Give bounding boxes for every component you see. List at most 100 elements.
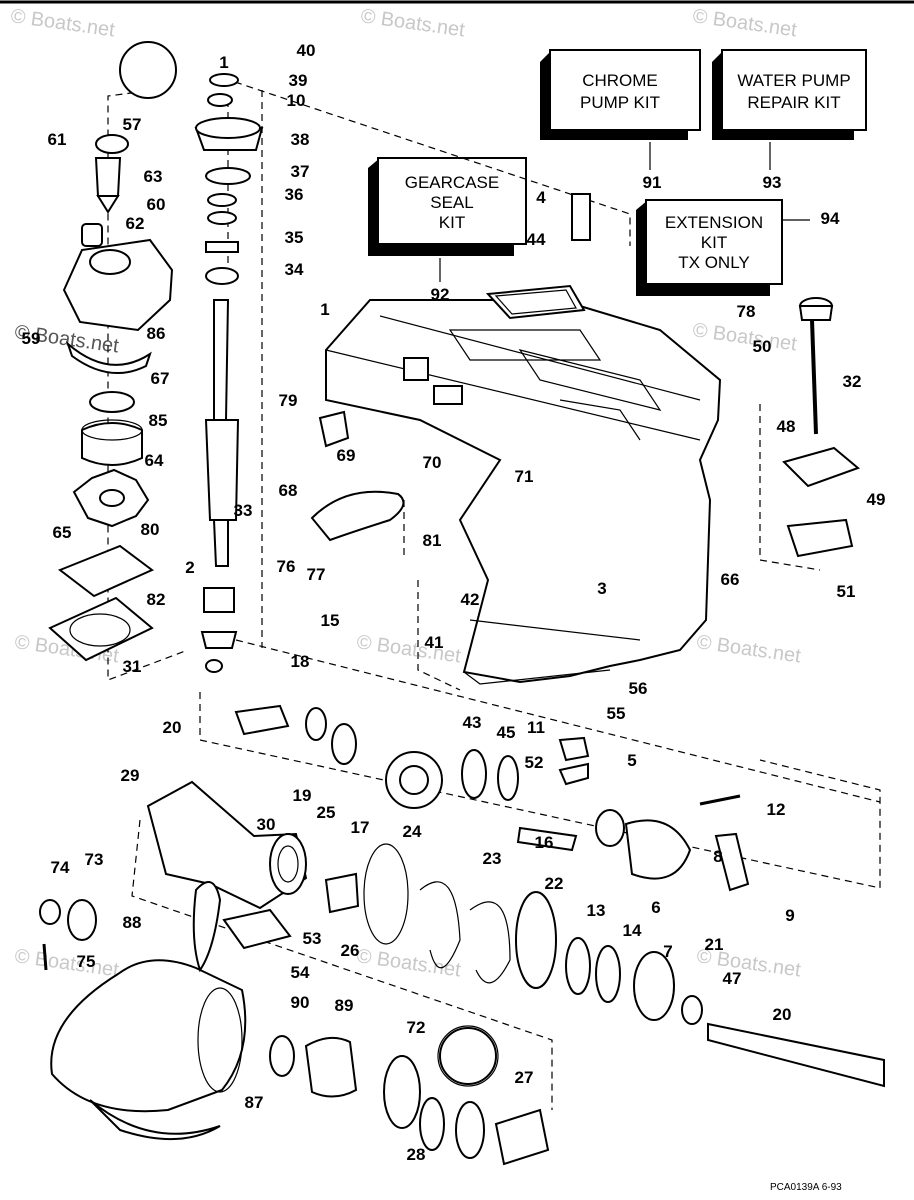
part-callout-number: 28 (407, 1145, 426, 1164)
propeller (39, 881, 247, 1141)
part-callout-number: 20 (163, 718, 182, 737)
detail-bubble (437, 1025, 499, 1087)
part-callout-number: 76 (277, 557, 296, 576)
part-callout-number: 61 (48, 130, 67, 149)
part-callout-number: 33 (234, 501, 253, 520)
water-pump-stack (48, 134, 174, 662)
part-callout-number: 23 (483, 849, 502, 868)
part-callout-number: 86 (147, 324, 166, 343)
gearcase-housing (325, 299, 722, 685)
watermark: © Boats.net (691, 5, 798, 41)
part-callout-number: 64 (145, 451, 164, 470)
part-callout-number: 68 (279, 481, 298, 500)
part-callout-number: 3 (597, 579, 606, 598)
kit-label-line: GEARCASE (405, 173, 499, 192)
kit-label-line: KIT (439, 213, 465, 232)
part-callout-number: 72 (407, 1018, 426, 1037)
part-callout-number: 50 (753, 337, 772, 356)
part-callout-number: 56 (629, 679, 648, 698)
part-callout-number: 79 (279, 391, 298, 410)
prop-shaft-group (234, 704, 750, 892)
part-callout-number: 19 (293, 786, 312, 805)
part-callout-number: 41 (425, 633, 444, 652)
part-callout-number: 17 (351, 818, 370, 837)
part-callout-number: 40 (297, 41, 316, 60)
part-callout-number: 11 (527, 718, 545, 737)
part-callout-number: 69 (337, 446, 356, 465)
kit-label-line: WATER PUMP (737, 71, 850, 90)
part-callout-number: 24 (403, 822, 422, 841)
part-callout-number: 5 (627, 751, 636, 770)
kit-leaders (439, 142, 810, 282)
water-tube-group (782, 297, 860, 558)
part-callout-number: 54 (291, 963, 310, 982)
part-callout-number: 55 (607, 704, 626, 723)
kit-label-line: REPAIR KIT (747, 93, 840, 112)
part-callout-number: 7 (663, 942, 672, 961)
watermark: © Boats.net (13, 945, 120, 981)
part-callout-number: 31 (123, 657, 142, 676)
part-callout-number: 15 (321, 611, 340, 630)
part-callout-number: 78 (737, 302, 756, 321)
part-callout-number: 80 (141, 520, 160, 539)
kit-box-chrome-pump: CHROME PUMP KIT (540, 49, 701, 140)
part-callout-number: 37 (291, 162, 310, 181)
watermark: © Boats.net (355, 945, 462, 981)
part-callout-number: 16 (535, 833, 554, 852)
part-callout-number: 75 (77, 952, 96, 971)
part-callout-number: 52 (525, 753, 544, 772)
part-callout-number: 21 (705, 935, 724, 954)
part-callout-number: 39 (289, 71, 308, 90)
watermark: © Boats.net (9, 5, 116, 41)
part-callout-number: 12 (767, 800, 786, 819)
part-callout-number: 42 (461, 590, 480, 609)
part-callout-number: 53 (303, 929, 322, 948)
part-callout-number: 62 (126, 214, 145, 233)
part-callout-number: 67 (151, 369, 170, 388)
kit-callout-number: 93 (763, 173, 782, 192)
kit-label-line: SEAL (430, 193, 473, 212)
part-callout-number: 49 (867, 490, 886, 509)
drawing-code: PCA0139A 6-93 (770, 1182, 842, 1193)
part-callout-number: 63 (144, 167, 163, 186)
bearing-carrier (146, 780, 885, 1088)
part-callout-number: 51 (837, 582, 856, 601)
thrust-hub-group (269, 1027, 550, 1166)
part-callout-number: 30 (257, 815, 276, 834)
part-callout-number: 1 (219, 53, 228, 72)
part-callout-number: 2 (185, 558, 194, 577)
kit-label-line: EXTENSION (665, 213, 763, 232)
part-callout-number: 29 (121, 766, 140, 785)
trim-tab (310, 490, 405, 542)
part-callout-number: 14 (623, 921, 642, 940)
watermark: © Boats.net (691, 319, 798, 355)
part-callout-number: 4 (536, 188, 546, 207)
part-callout-number: 27 (515, 1068, 534, 1087)
part-callout-number: 88 (123, 913, 142, 932)
part-callout-number: 73 (85, 850, 104, 869)
part-callout-number: 71 (515, 467, 534, 486)
kit-callout-number: 94 (821, 209, 840, 228)
part-callout-number: 20 (773, 1005, 792, 1024)
part-callout-number: 77 (307, 565, 326, 584)
part-callout-number: 25 (317, 803, 336, 822)
kit-box-gearcase-seal: GEARCASE SEAL KIT (368, 157, 527, 256)
drive-shaft-stack (194, 73, 264, 673)
kit-callout-number: 91 (643, 173, 662, 192)
part-callout-number: 38 (291, 130, 310, 149)
part-callout-number: 13 (587, 901, 606, 920)
part-callout-number: 90 (291, 993, 310, 1012)
watermark: © Boats.net (355, 631, 462, 667)
watermark: © Boats.net (695, 631, 802, 667)
part-callout-number: 22 (545, 874, 564, 893)
watermark: © Boats.net (359, 5, 466, 41)
part-callout-number: 48 (777, 417, 796, 436)
part-callout-number: 34 (285, 260, 304, 279)
part-callout-number: 8 (713, 847, 722, 866)
part-callout-number: 44 (527, 230, 546, 249)
part-callout-number: 9 (785, 906, 794, 925)
part-callout-number: 59 (22, 329, 41, 348)
part-callout-number: 74 (51, 858, 70, 877)
kit-label-line: TX ONLY (678, 253, 749, 272)
